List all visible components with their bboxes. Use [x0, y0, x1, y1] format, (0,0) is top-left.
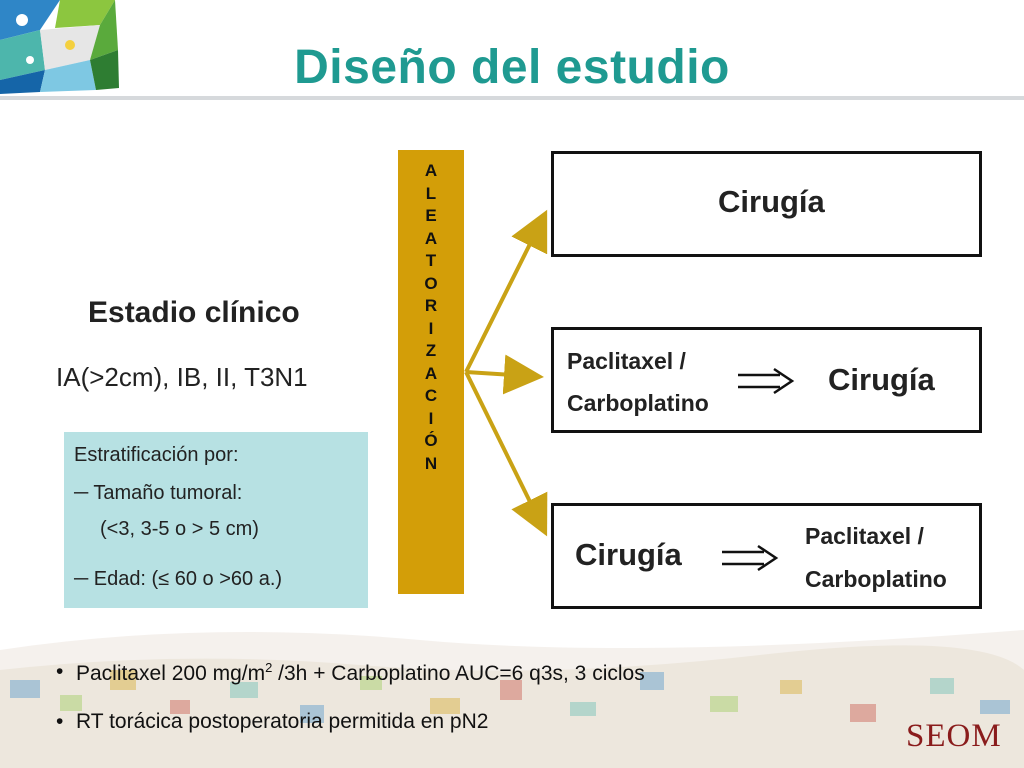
connector-arrow-arm2: [465, 354, 544, 395]
randomization-letter: Z: [425, 341, 437, 360]
bullet-dot-icon: •: [56, 710, 64, 733]
bullet-text: Paclitaxel 200 mg/m2 /3h + Carboplatino …: [76, 660, 645, 686]
seom-logo: SEOM: [906, 718, 1002, 754]
randomization-letter: A: [424, 161, 438, 180]
randomization-letter: O: [424, 273, 438, 293]
bullet-text-part: Paclitaxel 200 mg/m: [76, 662, 266, 685]
mosaic-corner-decoration: [0, 0, 120, 95]
mosaic-bottom-decoration: [0, 610, 1024, 768]
bullet-text-part: /3h + Carboplatino AUC=6 q3s, 3 ciclos: [272, 662, 645, 685]
arm-adjuvant: Cirugía Paclitaxel / Carboplatino: [551, 503, 982, 609]
randomization-letter: I: [428, 318, 434, 338]
randomization-letter: Ó: [424, 431, 438, 450]
stratification-item-tumor-size-detail: (<3, 3-5 o > 5 cm): [100, 518, 259, 540]
arm-neoadjuvant: Paclitaxel / Carboplatino Cirugía: [551, 327, 982, 433]
arm1-surgery-label: Cirugía: [718, 184, 825, 219]
randomization-letter: N: [424, 453, 438, 473]
randomization-letter: C: [424, 386, 438, 405]
bullet-text: RT torácica postoperatoria permitida en …: [76, 710, 489, 733]
stratification-item-tumor-size: ─ Tamaño tumoral:: [74, 482, 243, 504]
stage-list: IA(>2cm), IB, II, T3N1: [56, 362, 308, 392]
connector-arrow-arm1: [464, 209, 548, 373]
double-arrow-icon: [738, 367, 795, 395]
arm2-surgery-label: Cirugía: [828, 362, 935, 397]
randomization-letter: I: [428, 408, 434, 428]
randomization-letter: A: [424, 363, 438, 383]
connector-arrow-arm3: [464, 371, 548, 537]
randomization-letter: E: [425, 206, 437, 225]
arm2-drug-line2: Carboplatino: [567, 390, 709, 416]
randomization-letter: R: [424, 296, 438, 315]
arm3-surgery-label: Cirugía: [575, 537, 682, 572]
slide-title: Diseño del estudio: [294, 41, 730, 94]
arm3-drug-line1: Paclitaxel /: [805, 523, 924, 549]
stratification-item-age: ─ Edad: (≤ 60 o >60 a.): [74, 568, 283, 590]
stratification-heading: Estratificación por:: [74, 444, 239, 466]
bullet-dot-icon: •: [56, 660, 64, 683]
double-arrow-icon: [722, 544, 779, 572]
bullet-superscript: 2: [265, 660, 273, 675]
randomization-letter: L: [425, 183, 437, 203]
randomization-label: A L E A T O R I Z A C I Ó N: [398, 160, 464, 475]
randomization-letter: A: [424, 228, 438, 248]
stratification-box: Estratificación por: ─ Tamaño tumoral: (…: [64, 432, 368, 608]
randomization-letter: T: [425, 251, 437, 270]
randomization-bar: A L E A T O R I Z A C I Ó N: [398, 150, 464, 594]
arm-surgery-only: Cirugía: [551, 151, 982, 257]
stage-heading: Estadio clínico: [88, 296, 300, 329]
arm2-drug-line1: Paclitaxel /: [567, 348, 686, 374]
arm3-drug-line2: Carboplatino: [805, 566, 947, 592]
title-divider: [0, 96, 1024, 100]
